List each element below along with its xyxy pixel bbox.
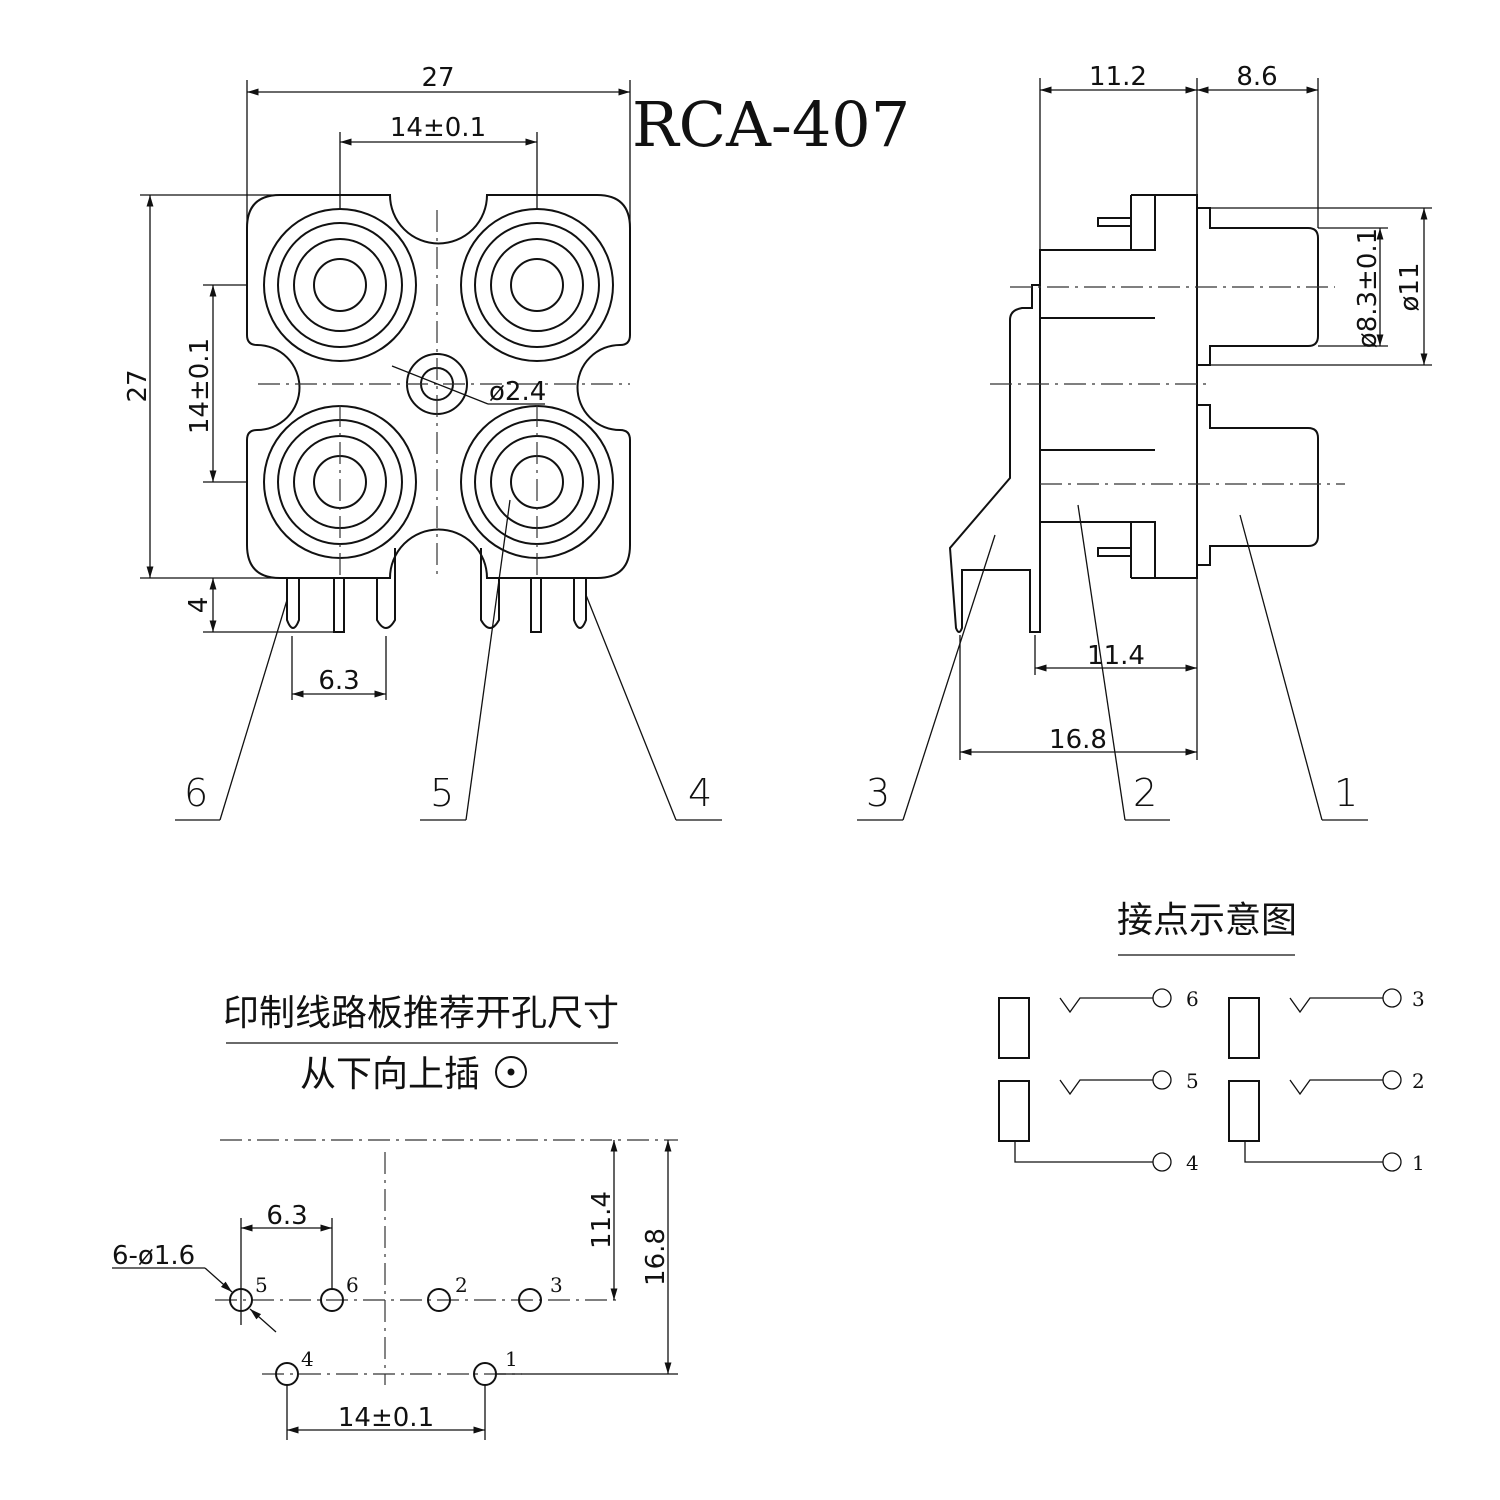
jack-top-left bbox=[263, 208, 417, 362]
plug-lower bbox=[1197, 404, 1319, 566]
dim-diameter-11: ø11 bbox=[1395, 263, 1425, 312]
side-body bbox=[1039, 194, 1198, 579]
callout-3: 3 bbox=[866, 771, 890, 815]
pcb-heading: 印制线路板推荐开孔尺寸 bbox=[223, 993, 619, 1034]
pcb-dim-pitch: 6.3 bbox=[266, 1201, 307, 1231]
insert-direction-icon bbox=[495, 1056, 527, 1088]
contact-label-1: 1 bbox=[1412, 1151, 1425, 1175]
dim-pcb-16-8: 16.8 bbox=[1049, 725, 1107, 755]
front-pins bbox=[286, 548, 587, 633]
callout-2: 2 bbox=[1133, 771, 1157, 815]
front-view: 27 14±0.1 27 14±0.1 4 6.3 ø2.4 6 5 4 bbox=[123, 63, 722, 821]
contact-label-2: 2 bbox=[1412, 1069, 1425, 1093]
contact-label-3: 3 bbox=[1412, 987, 1425, 1011]
dim-hole-diameter: ø2.4 bbox=[489, 377, 546, 407]
dim-diameter-8-3: ø8.3±0.1 bbox=[1353, 228, 1383, 348]
contact-diagram: 接点示意图 6 5 4 3 2 1 bbox=[998, 900, 1425, 1175]
dim-pitch-top: 14±0.1 bbox=[390, 113, 486, 143]
model-title: RCA-407 bbox=[632, 88, 910, 161]
contact-label-4: 4 bbox=[1186, 1151, 1199, 1175]
callout-5: 5 bbox=[430, 771, 454, 815]
hole-label-4: 4 bbox=[301, 1347, 314, 1371]
hole-label-3: 3 bbox=[550, 1273, 563, 1297]
callout-1: 1 bbox=[1334, 771, 1358, 815]
jack-top-right bbox=[460, 208, 614, 362]
pcb-subheading: 从下向上插 bbox=[300, 1054, 480, 1095]
dim-width: 27 bbox=[421, 63, 454, 93]
dim-pin-length: 4 bbox=[184, 597, 214, 614]
pcb-layout: 印制线路板推荐开孔尺寸 从下向上插 5 6 2 3 4 1 6.3 bbox=[112, 993, 678, 1440]
hole-2 bbox=[427, 1288, 451, 1312]
contact-label-6: 6 bbox=[1186, 987, 1199, 1011]
contact-label-5: 5 bbox=[1186, 1069, 1199, 1093]
side-view: 11.2 8.6 ø8.3±0.1 ø11 11.4 16.8 3 2 1 bbox=[857, 62, 1432, 821]
dim-pitch-side: 14±0.1 bbox=[185, 338, 215, 434]
hole-label-2: 2 bbox=[455, 1273, 468, 1297]
dim-height: 27 bbox=[123, 369, 153, 402]
callout-4: 4 bbox=[688, 771, 712, 815]
dim-pcb-11-4: 11.4 bbox=[1087, 641, 1145, 671]
callout-6: 6 bbox=[184, 771, 208, 815]
dim-pin-pitch: 6.3 bbox=[318, 666, 359, 696]
ground-bracket bbox=[948, 284, 1041, 633]
hole-label-1: 1 bbox=[505, 1347, 518, 1371]
pcb-dim-holes: 6-ø1.6 bbox=[112, 1241, 195, 1271]
pcb-dim-row2: 16.8 bbox=[641, 1228, 671, 1286]
front-body-outline bbox=[246, 194, 631, 579]
pcb-dim-spacing: 14±0.1 bbox=[338, 1403, 434, 1433]
hole-label-6: 6 bbox=[346, 1273, 359, 1297]
hole-label-5: 5 bbox=[255, 1273, 268, 1297]
dim-body-length: 11.2 bbox=[1089, 62, 1147, 92]
dim-plug-length: 8.6 bbox=[1236, 62, 1277, 92]
pcb-dim-row1: 11.4 bbox=[587, 1191, 617, 1249]
hole-3 bbox=[518, 1288, 542, 1312]
contact-group-right bbox=[1228, 988, 1402, 1172]
contact-group-left bbox=[998, 988, 1172, 1172]
contact-heading: 接点示意图 bbox=[1117, 900, 1297, 941]
